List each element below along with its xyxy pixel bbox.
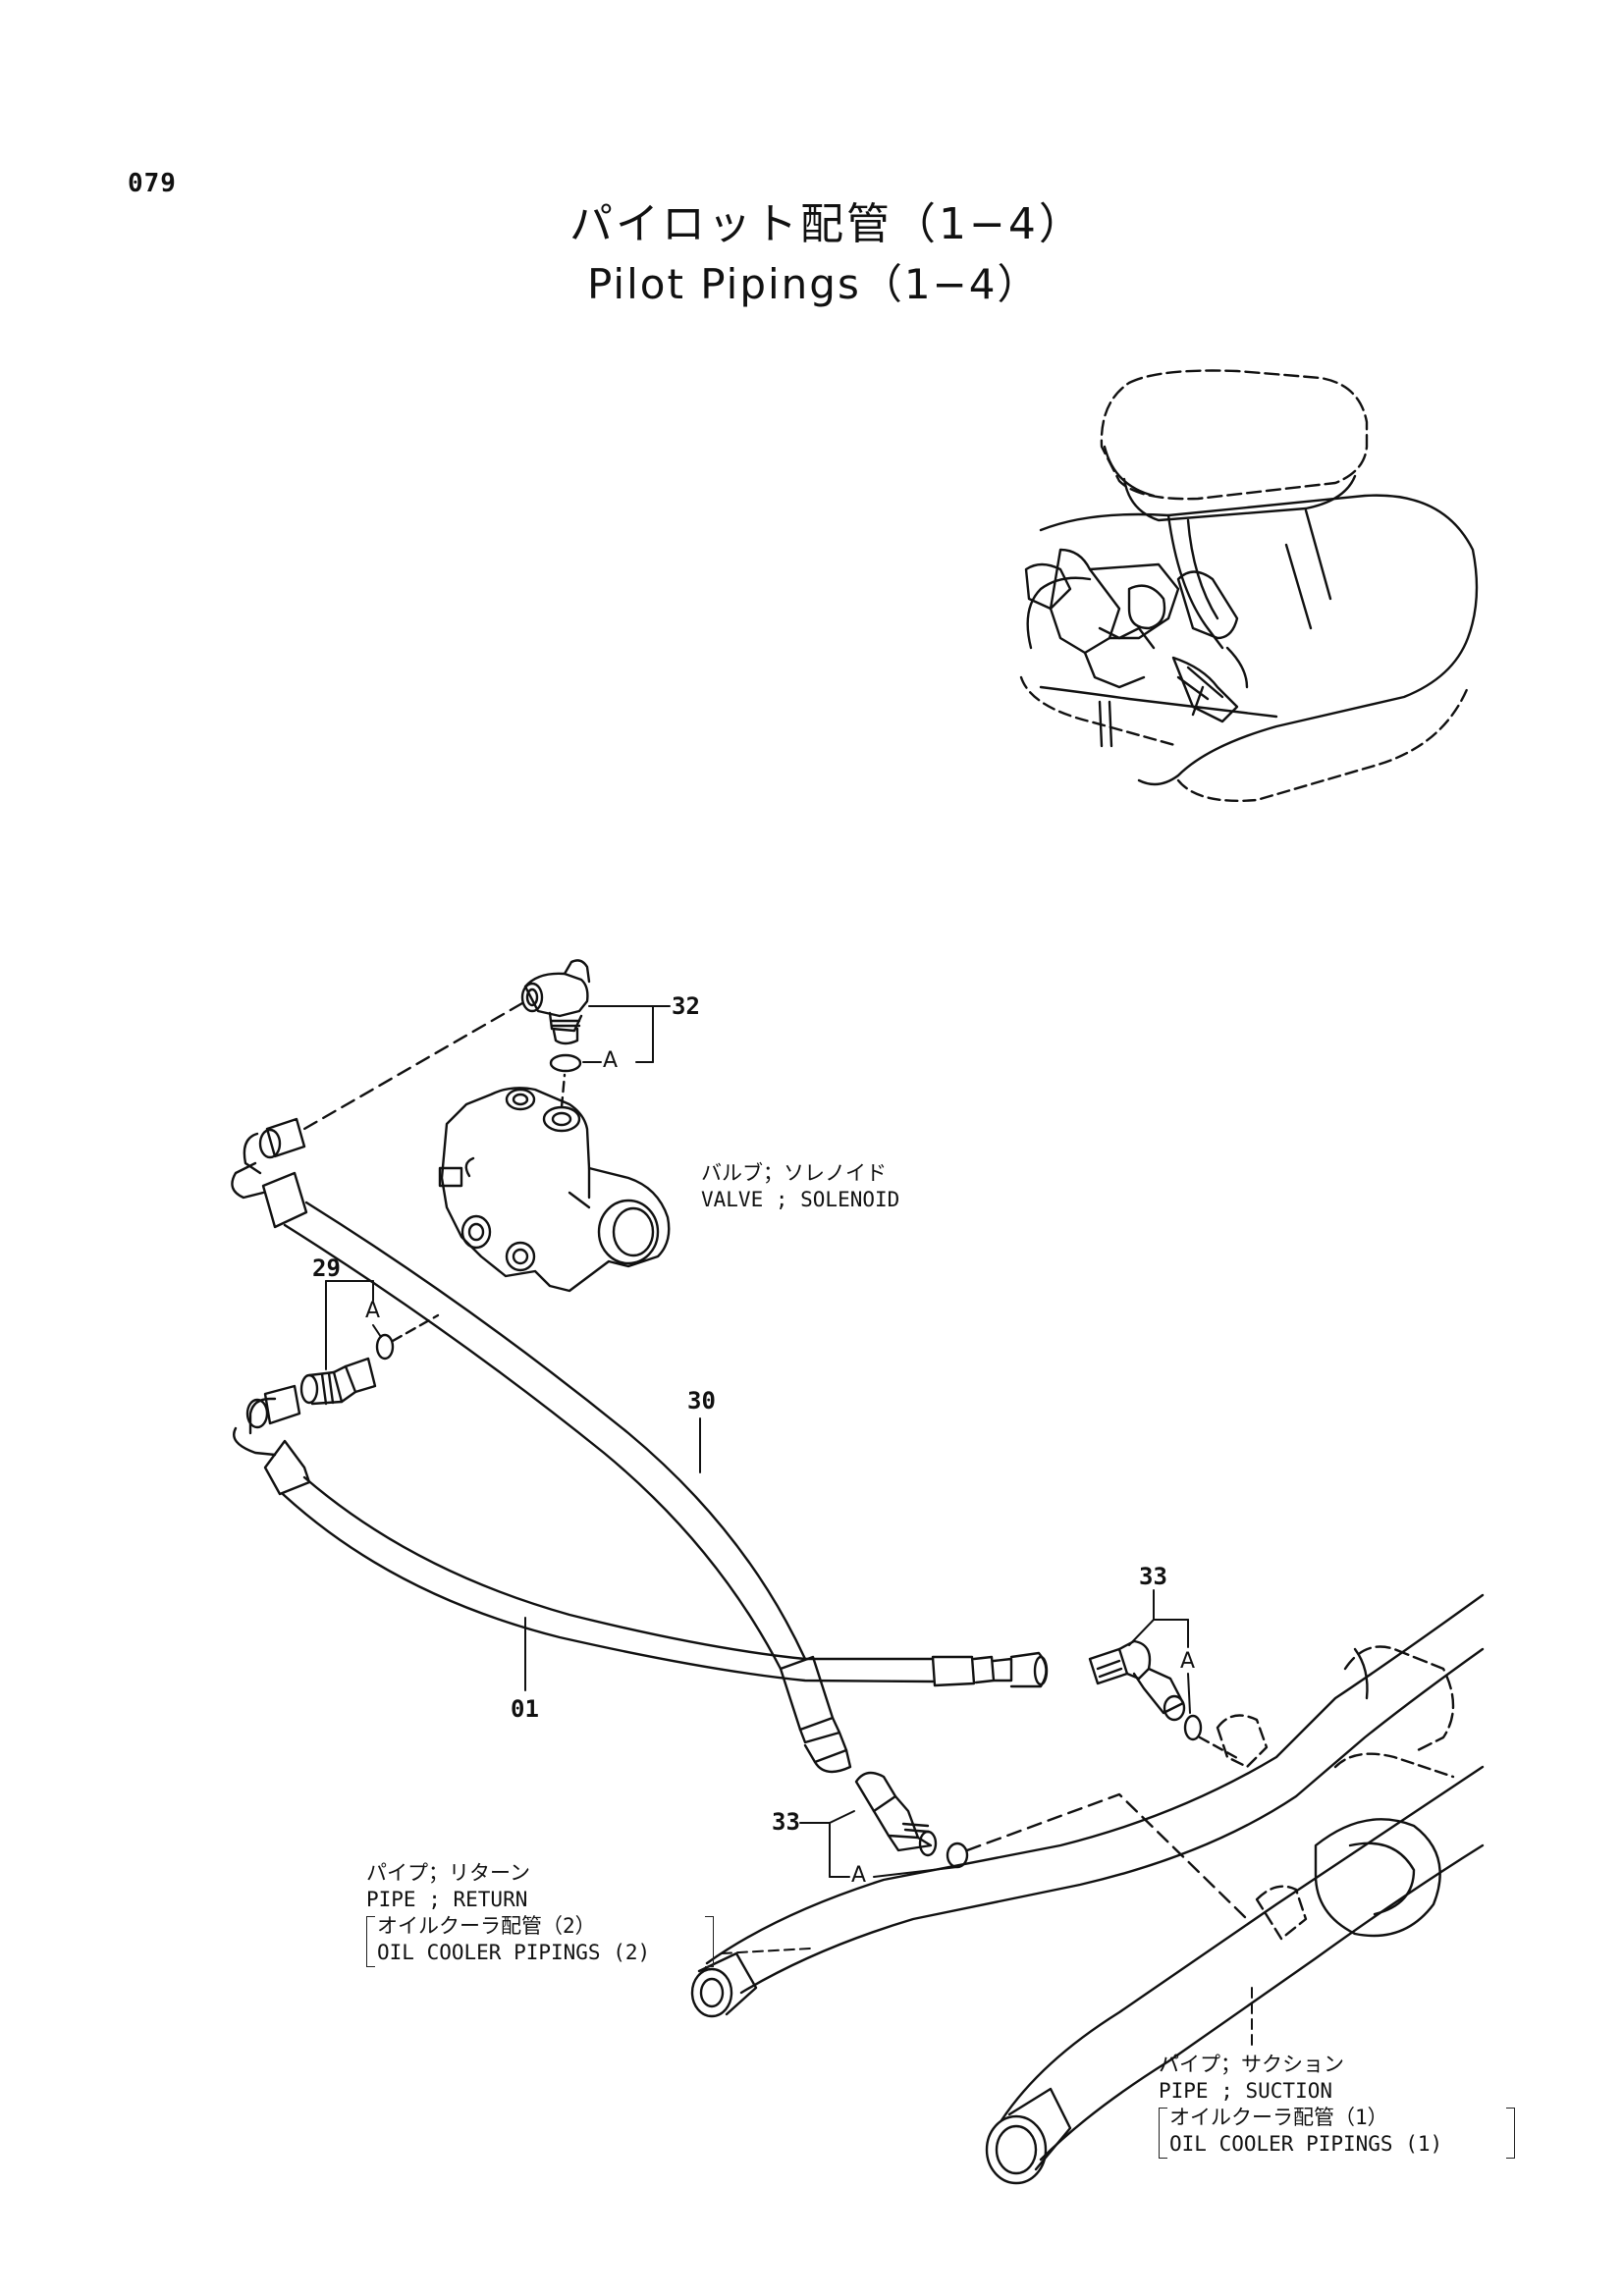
callout-valve-jp: バルブ；ソレノイド xyxy=(701,1161,887,1185)
callout-suction-ref-jp: オイルクーラ配管（1） xyxy=(1169,2106,1388,2129)
part-number-32: 32 xyxy=(672,992,700,1020)
dashed-link-32-30 xyxy=(302,1001,524,1131)
callout-suction-en: PIPE ; SUCTION xyxy=(1159,2079,1333,2103)
callout-return-ref-en: OIL COOLER PIPINGS (2) xyxy=(377,1941,651,1964)
solenoid-valve xyxy=(438,1087,671,1293)
adapter-29 xyxy=(299,1357,377,1406)
ref-letter-a-33-lower: A xyxy=(851,1863,867,1888)
machine-overview-illustration xyxy=(1019,369,1479,802)
callout-return-jp: パイプ；リターン xyxy=(366,1861,530,1885)
return-ref-bracket-right xyxy=(705,1916,714,1967)
ref-letter-a-29: A xyxy=(365,1299,381,1323)
part-number-01: 01 xyxy=(511,1695,539,1723)
callout-return-en: PIPE ; RETURN xyxy=(366,1888,528,1911)
page-title-jp: パイロット配管（1−4） xyxy=(569,199,1085,249)
part-number-33-lower: 33 xyxy=(772,1808,800,1836)
o-ring-a-top xyxy=(549,1053,582,1073)
pipe-return xyxy=(690,1593,1485,2018)
dashed-link-33-return xyxy=(965,1792,1249,1921)
leader-lines xyxy=(325,1005,1253,2048)
callout-return-ref-jp: オイルクーラ配管（2） xyxy=(377,1914,596,1938)
callout-valve-en: VALVE ; SOLENOID xyxy=(701,1188,900,1211)
o-ring-a-29 xyxy=(375,1333,395,1361)
pipe-suction xyxy=(985,1752,1485,2185)
suction-ref-bracket-right xyxy=(1506,2108,1515,2159)
callout-suction-jp: パイプ；サクション xyxy=(1159,2053,1344,2076)
callout-suction-ref-en: OIL COOLER PIPINGS (1) xyxy=(1169,2132,1443,2156)
part-number-30: 30 xyxy=(687,1387,716,1415)
elbow-33-right xyxy=(1088,1639,1186,1722)
elbow-fitting-32 xyxy=(520,959,591,1045)
ref-letter-a-33-right: A xyxy=(1180,1649,1196,1674)
return-ref-bracket-left xyxy=(366,1916,375,1967)
hose-01 xyxy=(233,1384,1049,1688)
page-number: 079 xyxy=(128,169,177,198)
valve-port-leader-29 xyxy=(391,1313,440,1343)
ref-letter-a-32: A xyxy=(603,1048,619,1073)
dashed-link-33-right xyxy=(1198,1735,1241,1761)
part-number-29: 29 xyxy=(312,1255,341,1282)
part-number-33-right: 33 xyxy=(1139,1563,1167,1590)
suction-ref-bracket-left xyxy=(1159,2108,1167,2159)
hose-30 xyxy=(231,1117,852,1774)
valve-port-leader xyxy=(560,1073,567,1109)
page-title-en: Pilot Pipings（1−4） xyxy=(587,260,1041,308)
o-ring-a-33-right xyxy=(1183,1714,1203,1741)
elbow-33-lower xyxy=(854,1771,938,1857)
